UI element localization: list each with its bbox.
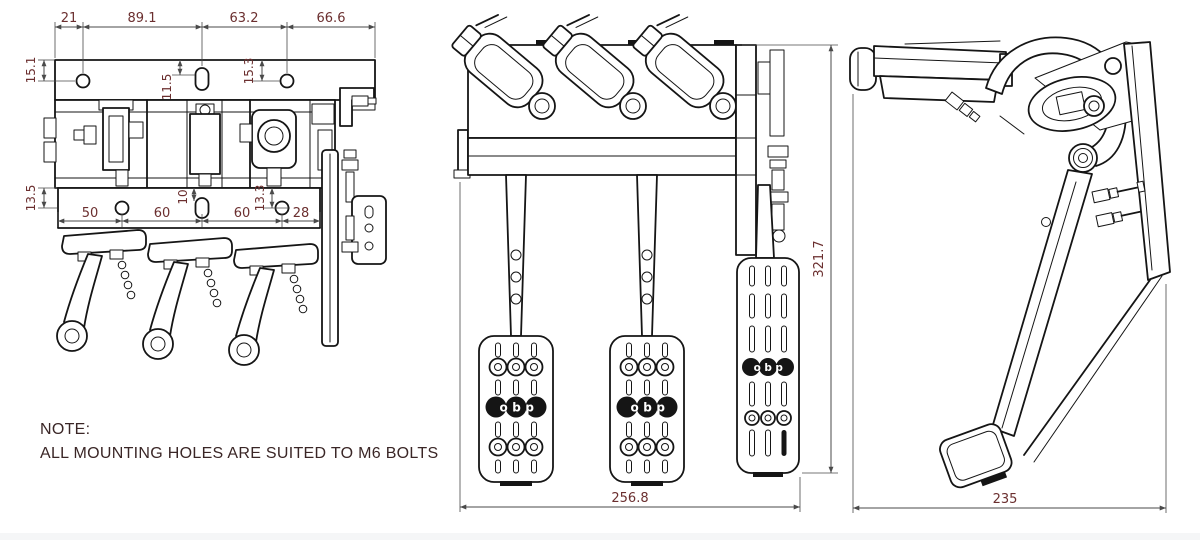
- side-master-cylinder: [849, 40, 1025, 135]
- dim-50: 50: [82, 206, 99, 221]
- pivot-band: [43, 99, 336, 189]
- left-flange: [457, 129, 469, 175]
- throttle-bracket: [735, 44, 789, 259]
- dim-15-3-label: 15.3: [242, 58, 256, 85]
- dim-top-chain: 21 89.1 63.2 66.6: [54, 11, 376, 73]
- throttle-pedal-arm: [755, 184, 775, 259]
- dim-60b: 60: [234, 206, 251, 221]
- side-pedal-pad: [939, 423, 1013, 489]
- brake-pedal-arm: [636, 174, 658, 337]
- dim-11-5: 11.5: [160, 60, 195, 100]
- mounting-hole: [75, 73, 91, 89]
- mounting-slot: [194, 67, 210, 91]
- throttle-pedal-pad: [736, 257, 800, 478]
- top-mounting-bar: [54, 59, 376, 111]
- pedal-assembly-2: [142, 237, 233, 360]
- side-mounting-plate: [1023, 41, 1171, 463]
- dim-13-5: 13.5: [24, 185, 57, 212]
- dim-63-2: 63.2: [230, 11, 259, 26]
- note-body: ALL MOUNTING HOLES ARE SUITED TO M6 BOLT…: [40, 445, 438, 462]
- dim-89-1: 89.1: [128, 11, 157, 26]
- mounting-hole: [279, 73, 295, 89]
- clutch-pedal-arm: [505, 174, 527, 337]
- note-title: NOTE:: [40, 421, 90, 438]
- pedal-assembly-3: [228, 243, 319, 366]
- dim-lower-chain: 50 60 60 28: [57, 206, 321, 227]
- dim-28: 28: [293, 206, 310, 221]
- dim-256-8-label: 256.8: [611, 491, 648, 506]
- clevis-3: [239, 109, 297, 187]
- adjuster-bolt-2: [1095, 210, 1141, 228]
- front-view: 321.7 256.8: [445, 0, 838, 512]
- side-view: 235: [849, 36, 1171, 513]
- side-pedal-hook: [985, 36, 1149, 167]
- dim-15-1: 15.1: [24, 57, 75, 84]
- pivot-bushing: [1068, 143, 1098, 173]
- side-bracket: [321, 87, 387, 347]
- dim-10-label: 10: [176, 189, 190, 204]
- dim-321-7-label: 321.7: [812, 240, 827, 277]
- dim-15-1-label: 15.1: [24, 57, 38, 84]
- dim-60a: 60: [154, 206, 171, 221]
- dim-256-8: 256.8: [459, 182, 801, 512]
- drawing-note: NOTE: ALL MOUNTING HOLES ARE SUITED TO M…: [40, 421, 438, 462]
- clutch-pedal-pad: [478, 335, 554, 487]
- center-yoke: [189, 103, 221, 187]
- dim-13-3: 13.3: [253, 185, 290, 212]
- dim-13-5-label: 13.5: [24, 185, 38, 212]
- dim-13-3-label: 13.3: [253, 185, 267, 212]
- adjuster-bolt-1: [1091, 180, 1146, 204]
- side-pedal-arm: [991, 169, 1093, 437]
- pedal-assembly-1: [56, 229, 147, 352]
- pushrod-nuts: [944, 91, 981, 123]
- dim-11-5-label: 11.5: [160, 74, 174, 101]
- mounting-hole: [114, 200, 130, 216]
- brake-pedal-pad: [609, 335, 685, 487]
- dim-235: 235: [852, 94, 1167, 513]
- dim-21: 21: [61, 11, 78, 26]
- dim-66-6: 66.6: [317, 11, 346, 26]
- top-view: 21 89.1 63.2 66.6 15.1 11.5 15.3: [24, 11, 438, 462]
- dim-10: 10: [176, 188, 197, 205]
- clevis-1: [73, 99, 144, 187]
- dim-321-7: 321.7: [742, 44, 838, 474]
- dim-235-label: 235: [993, 492, 1018, 507]
- dim-15-3: 15.3: [242, 58, 280, 85]
